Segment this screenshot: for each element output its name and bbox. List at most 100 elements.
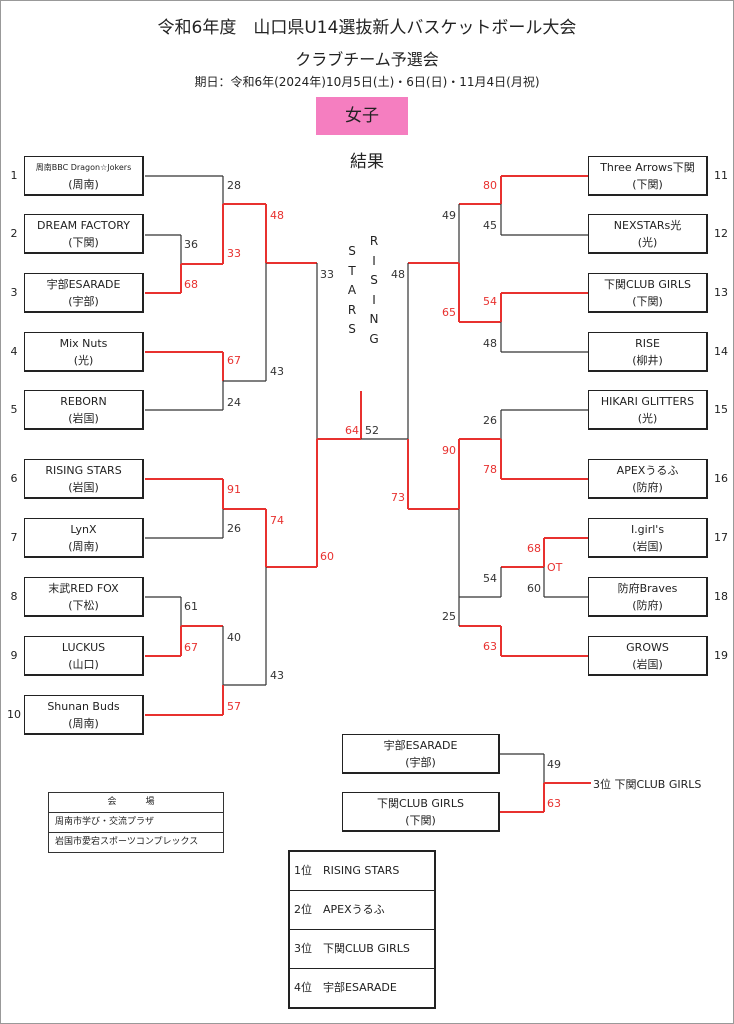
- rank-row: 3位 下関CLUB GIRLS: [290, 929, 434, 968]
- final-label-letter: S: [348, 244, 356, 258]
- team-box: 防府Braves(防府): [588, 577, 708, 617]
- score-label: 54: [483, 295, 497, 308]
- team-box: APEXうるふ(防府): [588, 459, 708, 499]
- score-label: 49: [547, 758, 561, 771]
- team-area: (周南): [68, 540, 99, 553]
- score-label: 61: [184, 600, 198, 613]
- team-box: GROWS (岩国): [588, 636, 708, 676]
- score-label: 45: [483, 219, 497, 232]
- rank-row: 1位 RISING STARS: [294, 864, 400, 877]
- team-name: Mix Nuts: [59, 337, 108, 350]
- team-area: (下関): [405, 814, 436, 827]
- team-box: LynX (周南): [24, 518, 144, 558]
- score-label: 60: [320, 550, 334, 563]
- seed-number: 10: [7, 708, 21, 721]
- team-box: Shunan Buds(周南): [24, 695, 144, 735]
- team-name: LUCKUS: [61, 641, 106, 654]
- score-label: 48: [270, 209, 284, 222]
- score-label: 26: [227, 522, 241, 535]
- team-area: (岩国): [632, 540, 663, 553]
- team-area: (下関): [632, 178, 663, 191]
- team-area: (周南): [68, 178, 99, 191]
- score-label: 80: [483, 179, 497, 192]
- score-label: 65: [442, 306, 456, 319]
- score-label: 64: [345, 424, 359, 437]
- team-box: 宇部ESARADE (宇部): [24, 273, 144, 313]
- team-name: I.girl's: [630, 523, 665, 536]
- team-area: (下松): [68, 599, 99, 612]
- team-area: (周南): [68, 717, 99, 730]
- score-label: 90: [442, 444, 456, 457]
- team-name: NEXSTARs光: [613, 219, 682, 232]
- final-label-letter: R: [347, 302, 357, 317]
- team-box: NEXSTARs光 (光): [588, 214, 708, 254]
- score-label: 73: [391, 491, 405, 504]
- page-title: 令和6年度 山口県U14選抜新人バスケットボール大会: [157, 18, 577, 38]
- team-box: REBORN(岩国): [24, 390, 144, 430]
- score-label: 48: [483, 337, 497, 350]
- seed-number: 1: [10, 169, 18, 182]
- team-area: (山口): [68, 658, 99, 671]
- page-subtitle: クラブチーム予選会: [295, 50, 439, 69]
- final-label-letter: I: [372, 253, 376, 268]
- team-area: (宇部): [68, 295, 99, 308]
- venue-row: 周南市学び・交流プラザ: [49, 812, 223, 832]
- team-area: (岩国): [632, 658, 663, 671]
- seed-number: 5: [10, 403, 18, 416]
- score-label: 49: [442, 209, 456, 222]
- score-label: 33: [320, 268, 334, 281]
- score-label: 63: [547, 797, 561, 810]
- team-name: DREAM FACTORY: [37, 219, 130, 232]
- seed-number: 15: [714, 403, 728, 416]
- final-label-letter: R: [369, 234, 379, 248]
- team-name: APEXうるふ: [616, 464, 679, 477]
- team-area: (岩国): [68, 412, 99, 425]
- score-label: 68: [184, 278, 198, 291]
- score-label: 68: [527, 542, 541, 555]
- team-area: (光): [637, 236, 658, 249]
- final-label-letter: T: [348, 263, 356, 278]
- team-box: I.girl's (岩国): [588, 518, 708, 558]
- score-label: 91: [227, 483, 241, 496]
- team-name: 宇部ESARADE: [46, 278, 121, 291]
- seed-number: 9: [10, 649, 18, 662]
- team-area: (光): [73, 354, 94, 367]
- score-label: 43: [270, 365, 284, 378]
- score-label: 43: [270, 669, 284, 682]
- team-name: 下関CLUB GIRLS: [377, 797, 464, 810]
- third-place-team-1: 宇部ESARADE (宇部): [342, 734, 500, 774]
- final-label-letter: I: [372, 292, 376, 307]
- third-place-team-2: 下関CLUB GIRLS (下関): [342, 792, 500, 832]
- score-label: 33: [227, 247, 241, 260]
- seed-number: 14: [714, 345, 728, 358]
- seed-number: 11: [714, 169, 728, 182]
- third-place-winner: 3位 下関CLUB GIRLS: [593, 778, 702, 791]
- team-box: DREAM FACTORY (下関): [24, 214, 144, 254]
- team-name: 防府Braves: [617, 582, 678, 595]
- score-label: 52: [365, 424, 379, 437]
- seed-number: 13: [714, 286, 728, 299]
- final-label-letter: N: [369, 312, 379, 326]
- team-box: 周南BBC Dragon☆Jokers(周南): [24, 156, 144, 196]
- score-label: 57: [227, 700, 241, 713]
- team-name: GROWS: [626, 641, 669, 654]
- score-label: 67: [227, 354, 241, 367]
- final-ranking: 1位 RISING STARS 2位 APEXうるふ 3位 下関CLUB GIR…: [288, 850, 436, 1009]
- team-area: (下関): [68, 236, 99, 249]
- final-label-letter: A: [347, 283, 357, 297]
- score-label: 28: [227, 179, 241, 192]
- team-box: 末武RED FOX(下松): [24, 577, 144, 617]
- team-name: 宇部ESARADE: [383, 739, 458, 752]
- score-label: 60: [527, 582, 541, 595]
- team-area: (柳井): [632, 354, 663, 367]
- team-box: LUCKUS (山口): [24, 636, 144, 676]
- team-area: (下関): [632, 295, 663, 308]
- score-label: 36: [184, 238, 198, 251]
- team-box: Three Arrows下関(下関): [588, 156, 708, 196]
- team-box: RISE(柳井): [588, 332, 708, 372]
- score-label: 78: [483, 463, 497, 476]
- seed-number: 3: [10, 286, 18, 299]
- team-name: LynX: [70, 523, 97, 536]
- team-area: (岩国): [68, 481, 99, 494]
